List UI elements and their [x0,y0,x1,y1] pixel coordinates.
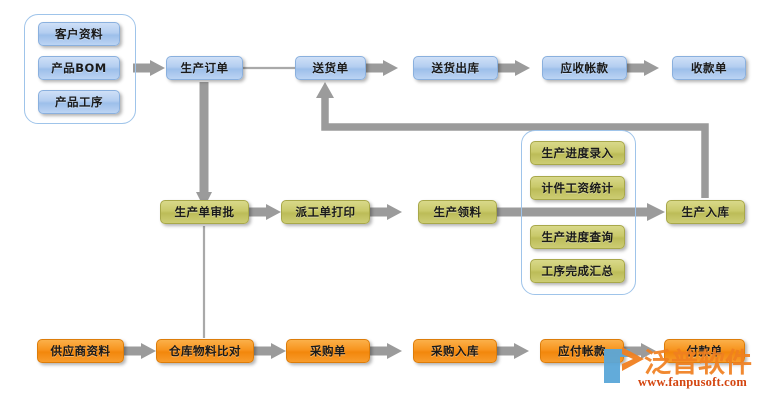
arrow-receivable-to-receipt [627,60,659,76]
production-progress-group-box [521,130,636,295]
node-process-summary[interactable]: 工序完成汇总 [530,259,625,283]
node-material-requisition[interactable]: 生产领料 [418,200,497,224]
arrow-delivery-note-to-delivery-out [366,60,398,76]
arrow-purchase-order-to-purchase-in [370,343,402,359]
node-supplier-data[interactable]: 供应商资料 [37,339,124,363]
arrow-payable-to-payment [624,343,656,359]
node-payable[interactable]: 应付帐款 [540,339,624,363]
node-progress-entry[interactable]: 生产进度录入 [530,141,625,165]
node-warehouse-compare[interactable]: 仓库物料比对 [156,339,254,363]
arrow-supplier-to-warehouse [124,343,156,359]
node-progress-query[interactable]: 生产进度查询 [530,225,625,249]
node-product-process[interactable]: 产品工序 [38,90,120,114]
node-receipt-note[interactable]: 收款单 [672,56,746,80]
arrow-basicdata-to-production-order [133,60,165,76]
node-payment-note[interactable]: 付款单 [664,339,745,363]
arrow-workorder-to-requisition [370,204,402,220]
node-purchase-in[interactable]: 采购入库 [413,339,497,363]
arrow-delivery-out-to-receivable [498,60,530,76]
node-production-approval[interactable]: 生产单审批 [160,200,249,224]
node-purchase-order[interactable]: 采购单 [286,339,370,363]
node-production-order[interactable]: 生产订单 [166,56,243,80]
arrow-requisition-to-production-in [497,203,665,221]
node-delivery-note[interactable]: 送货单 [295,56,366,80]
arrow-warehouse-to-purchase-order [254,343,286,359]
node-customer-data[interactable]: 客户资料 [38,22,120,46]
node-production-in[interactable]: 生产入库 [666,200,745,224]
node-work-order-print[interactable]: 派工单打印 [281,200,370,224]
basic-data-group-box [24,14,136,124]
node-delivery-out[interactable]: 送货出库 [413,56,498,80]
node-receivable[interactable]: 应收帐款 [542,56,627,80]
node-piecework-wage[interactable]: 计件工资统计 [530,176,625,200]
arrow-production-order-to-approval [196,82,212,208]
path-production-in-to-delivery-note [316,82,709,198]
node-product-bom[interactable]: 产品BOM [38,56,120,80]
arrow-purchase-in-to-payable [497,343,529,359]
arrow-approval-to-workorder [249,204,281,220]
